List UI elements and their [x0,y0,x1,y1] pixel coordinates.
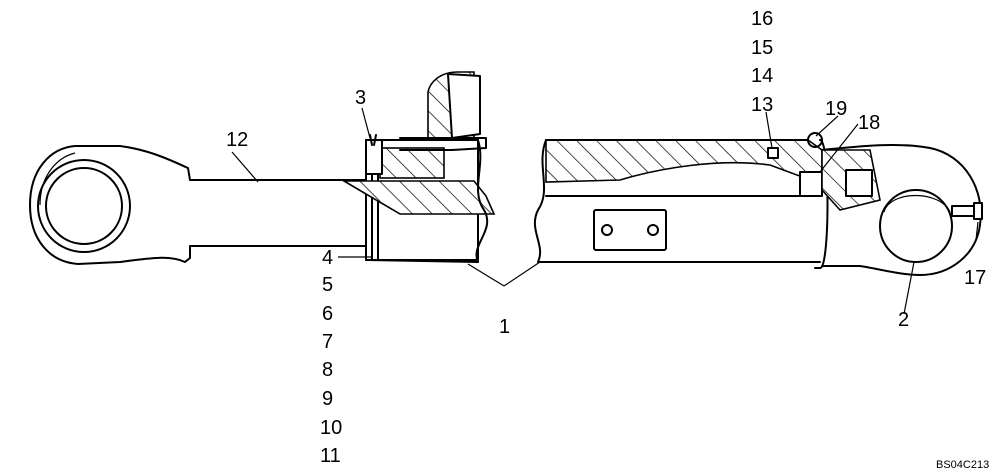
callout-16: 16 [751,8,773,30]
callout-18: 18 [858,112,880,134]
rod-end-eye [29,145,371,265]
callout-17: 17 [964,267,986,289]
callout-1: 1 [499,316,510,338]
callout-3: 3 [355,87,366,109]
break-line [475,139,489,263]
grease-fitting [951,202,983,220]
leader-lines [231,107,979,315]
callout-10: 10 [320,417,342,439]
callout-4: 4 [322,247,333,269]
callout-14: 14 [751,65,773,87]
callout-labels: 1 2 3 4 5 6 7 8 9 10 11 12 13 14 15 16 1… [226,8,986,467]
barrel-left [365,259,479,263]
piston-rod [189,179,371,247]
callout-19: 19 [825,98,847,120]
barrel-body [537,138,829,270]
callout-5: 5 [322,274,333,296]
callout-9: 9 [322,388,333,410]
callout-6: 6 [322,303,333,325]
figure-code: BS04C213 [936,459,989,471]
base-end-eye [821,143,982,276]
callout-11: 11 [320,445,341,467]
callout-8: 8 [322,359,333,381]
gland-bracket [399,71,487,151]
break-line-right [533,139,547,263]
callout-12: 12 [226,129,248,151]
callout-7: 7 [322,331,333,353]
callout-13: 13 [751,94,773,116]
gland-assembly [341,134,496,261]
callout-15: 15 [751,37,773,59]
callout-2: 2 [898,309,909,331]
